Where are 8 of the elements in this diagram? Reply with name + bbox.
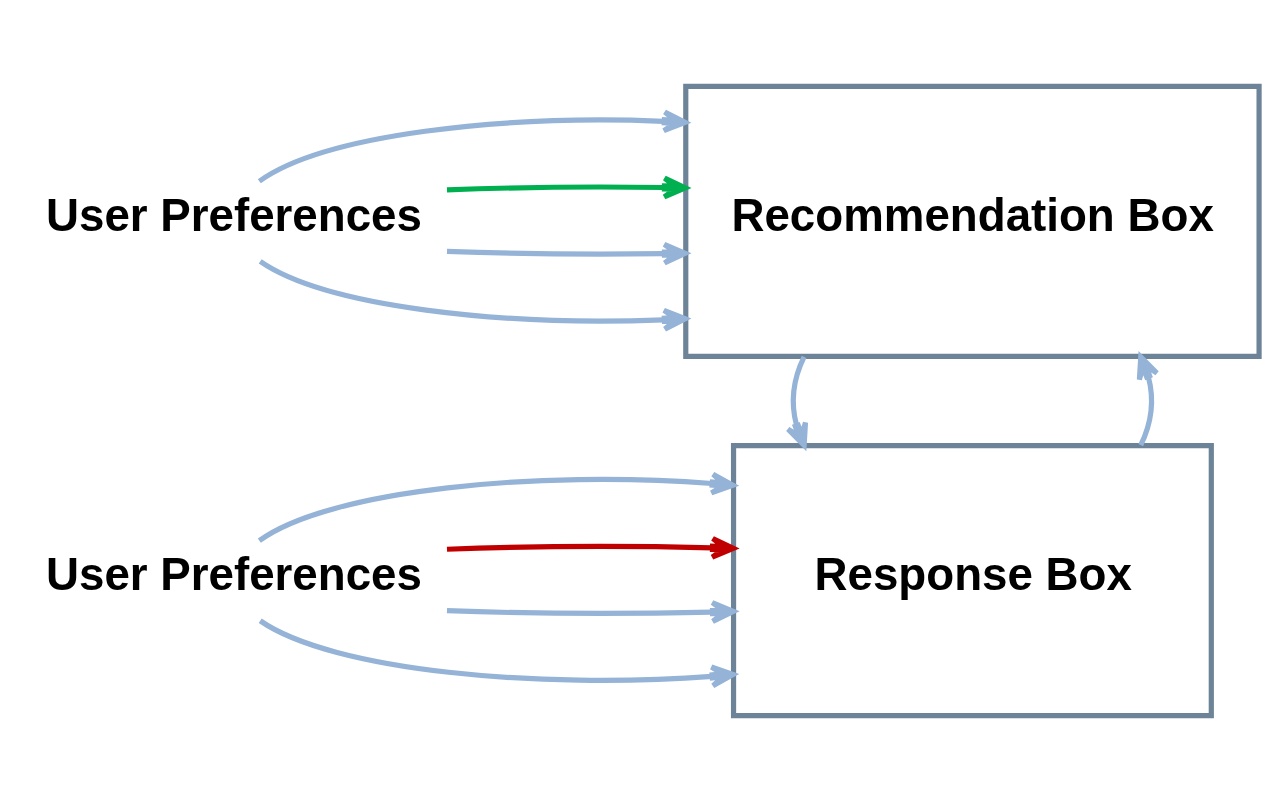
node-box: Response Box: [730, 443, 1214, 719]
node-text: User Preferences: [46, 189, 422, 241]
node-box: Recommendation Box: [683, 83, 1262, 359]
node-text: User Preferences: [46, 549, 422, 601]
arrow: [258, 471, 736, 543]
arrow: [258, 618, 736, 689]
arrow: [785, 355, 809, 448]
arrow: [1136, 354, 1160, 447]
